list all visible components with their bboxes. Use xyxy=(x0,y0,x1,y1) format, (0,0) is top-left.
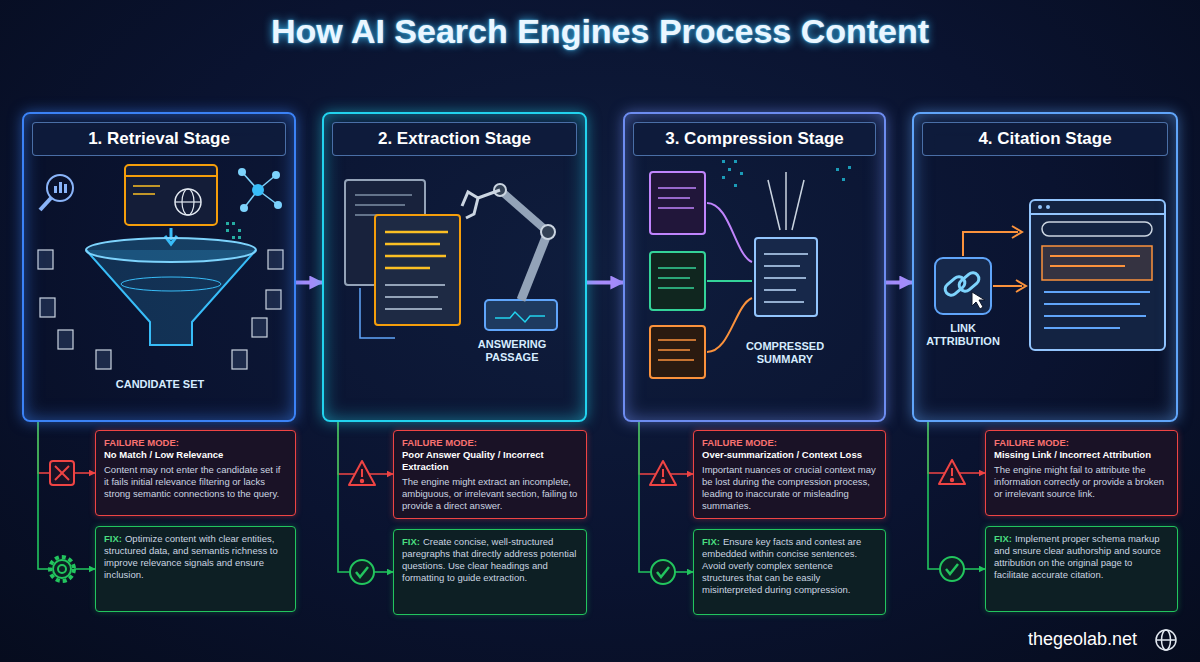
fix-box: FIX:Implement proper schema markup and s… xyxy=(985,526,1178,612)
warning-icon xyxy=(650,461,676,485)
stage-panel: 4. Citation Stage xyxy=(912,112,1178,422)
fix-description: Implement proper schema markup and snsur… xyxy=(994,533,1161,580)
failure-label: FAILURE MODE: xyxy=(104,437,287,449)
failure-label: FAILURE MODE: xyxy=(702,437,877,449)
diagram-title: How AI Search Engines Process Content xyxy=(0,12,1200,51)
failure-box: FAILURE MODE:Missing Link / Incorrect At… xyxy=(985,430,1178,516)
fix-label: FIX: xyxy=(994,533,1012,544)
failure-title: Poor Answer Quality / Incorrect Extracti… xyxy=(402,449,578,473)
stage-panel: 2. Extraction Stage xyxy=(322,112,587,422)
stage-heading: 1. Retrieval Stage xyxy=(37,129,281,149)
failure-description: The engine might extract an incomplete, … xyxy=(402,476,578,512)
panel-header: 3. Compression Stage xyxy=(633,122,876,156)
flow-arrow xyxy=(296,281,322,285)
panel-header: 2. Extraction Stage xyxy=(332,122,577,156)
flow-arrow xyxy=(886,281,912,285)
fix-description: Optimize content with clear entities, st… xyxy=(104,533,278,580)
leader-line xyxy=(928,422,985,569)
fix-description: Ensure key facts and contest are embedde… xyxy=(702,536,861,595)
illustration-label: ANSWERING PASSAGE xyxy=(462,338,562,364)
fix-description: Create concise, well-structured paregrap… xyxy=(402,536,576,583)
watermark: thegeolab.net xyxy=(1028,629,1137,650)
retrieval-illustration xyxy=(38,165,283,369)
stage-panel: 3. Compression Stage xyxy=(623,112,886,422)
check-icon xyxy=(651,560,675,584)
leader-line xyxy=(38,422,95,569)
panel-header: 1. Retrieval Stage xyxy=(32,122,286,156)
compression-illustration xyxy=(650,160,851,378)
check-icon xyxy=(940,557,964,581)
gear-icon xyxy=(50,557,74,581)
leader-line xyxy=(338,422,393,572)
fix-paragraph: FIX:Create concise, well-structured pare… xyxy=(402,536,578,584)
illustration-label: CANDIDATE SET xyxy=(90,378,230,391)
failure-title: Over-summarization / Context Loss xyxy=(702,449,877,461)
failure-box: FAILURE MODE:Over-summarization / Contex… xyxy=(693,430,886,519)
leader-line xyxy=(928,422,985,473)
panel-header: 4. Citation Stage xyxy=(922,122,1168,156)
failure-title: Missing Link / Incorrect Attribution xyxy=(994,449,1169,461)
fix-paragraph: FIX:Implement proper schema markup and s… xyxy=(994,533,1169,581)
leader-line xyxy=(639,422,693,572)
failure-description: Important nuances or crucial context may… xyxy=(702,464,877,512)
extraction-illustration xyxy=(345,180,557,338)
warning-icon xyxy=(349,461,375,485)
failure-label: FAILURE MODE: xyxy=(994,437,1169,449)
fix-box: FIX:Create concise, well-structured pare… xyxy=(393,529,587,615)
check-icon xyxy=(350,560,374,584)
failure-box: FAILURE MODE:Poor Answer Quality / Incor… xyxy=(393,430,587,519)
fix-label: FIX: xyxy=(402,536,420,547)
failure-title: No Match / Low Relevance xyxy=(104,449,287,461)
fix-label: FIX: xyxy=(104,533,122,544)
fix-label: FIX: xyxy=(702,536,720,547)
failure-icon xyxy=(50,461,74,485)
watermark-globe xyxy=(1156,630,1176,650)
failure-label: FAILURE MODE: xyxy=(402,437,578,449)
warning-icon xyxy=(939,460,965,484)
illustration-label: COMPRESSED SUMMARY xyxy=(730,340,840,366)
fix-box: FIX:Ensure key facts and contest are emb… xyxy=(693,529,886,615)
fix-paragraph: FIX:Optimize content with clear entities… xyxy=(104,533,287,581)
failure-box: FAILURE MODE:No Match / Low RelevanceCon… xyxy=(95,430,296,516)
flow-arrow xyxy=(587,281,623,285)
failure-description: Content may not enter the candidate set … xyxy=(104,464,287,500)
stage-heading: 3. Compression Stage xyxy=(638,129,871,149)
fix-box: FIX:Optimize content with clear entities… xyxy=(95,526,296,612)
illustration-label: LINK ATTRIBUTION xyxy=(913,322,1013,348)
stage-heading: 2. Extraction Stage xyxy=(337,129,572,149)
stage-heading: 4. Citation Stage xyxy=(927,129,1163,149)
fix-paragraph: FIX:Ensure key facts and contest are emb… xyxy=(702,536,877,596)
stage-panel: 1. Retrieval Stage xyxy=(22,112,296,422)
failure-description: The engine might fail to attribute the i… xyxy=(994,464,1169,500)
